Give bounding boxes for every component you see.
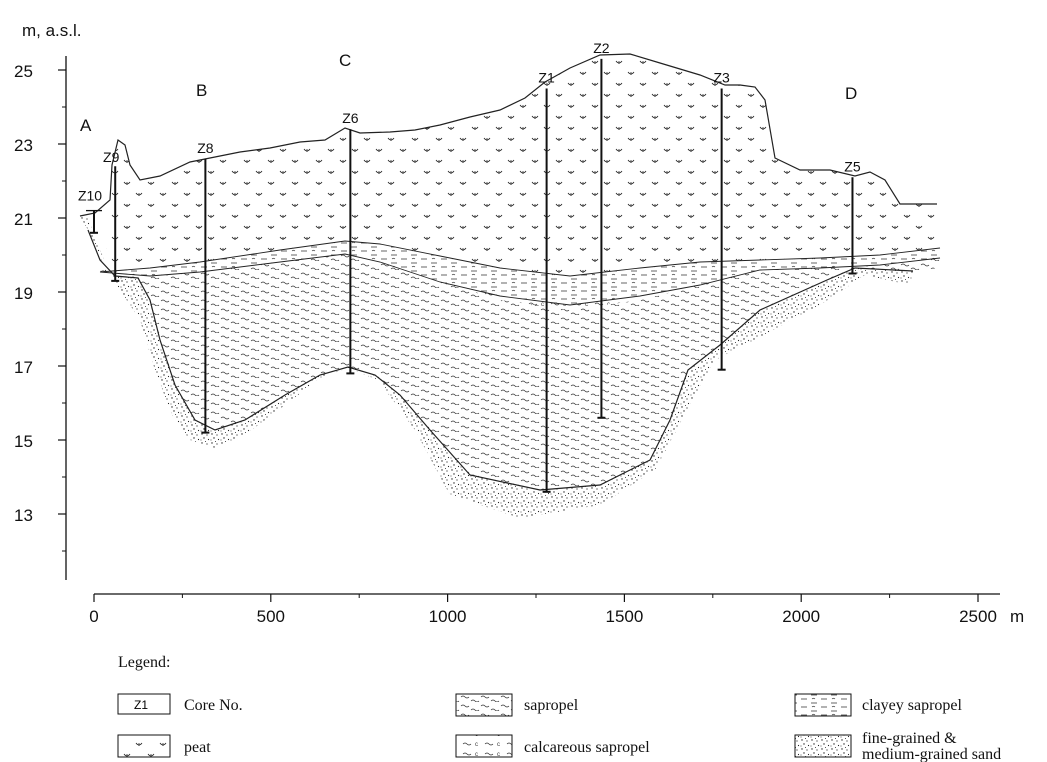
legend-calcareous-label: calcareous sapropel: [524, 739, 650, 756]
y-tick-label: 13: [14, 506, 33, 525]
y-tick-label: 23: [14, 136, 33, 155]
x-axis: 0 500 1000 1500 2000 2500 m: [89, 593, 1024, 626]
peat-layer: [100, 54, 940, 276]
core-label-z10: Z10: [78, 188, 102, 204]
legend-sapropel-swatch: [455, 693, 513, 717]
legend-core-label: Core No.: [184, 697, 243, 714]
x-axis-unit: m: [1010, 607, 1024, 626]
legend-peat-label: peat: [184, 739, 211, 756]
layer-boundaries: [79, 53, 941, 491]
legend-sand-label-line2: medium-grained sand: [862, 746, 1001, 762]
y-axis-unit: m, a.s.l.: [22, 21, 82, 40]
core-label-z5: Z5: [844, 158, 861, 174]
legend-core-sample: Z1: [134, 698, 148, 712]
geology-layers: [80, 54, 940, 518]
core-label-z3: Z3: [713, 70, 730, 86]
clayey-sapropel-layer: [100, 241, 940, 305]
legend-sapropel-label: sapropel: [524, 697, 579, 714]
section-point-c: C: [339, 51, 351, 70]
legend-sand-swatch: [794, 734, 852, 758]
x-tick-label: 2000: [782, 607, 820, 626]
x-tick-label: 500: [257, 607, 285, 626]
legend-peat-swatch: [117, 734, 171, 758]
y-tick-label: 21: [14, 210, 33, 229]
y-tick-label: 17: [14, 358, 33, 377]
clayey-base-line: [99, 253, 941, 306]
section-point-d: D: [845, 84, 857, 103]
legend-core-swatch: [117, 693, 171, 715]
legend-clayey-label: clayey sapropel: [862, 697, 963, 714]
legend-title: Legend:: [118, 654, 170, 671]
sapropel-base-line: [87, 229, 914, 491]
section-point-b: B: [196, 81, 207, 100]
legend-calcareous-swatch: [455, 734, 513, 758]
calcareous-sapropel-layer: [440, 282, 640, 310]
core-label-z2: Z2: [593, 40, 610, 56]
x-tick-label: 0: [89, 607, 98, 626]
core-label-z1: Z1: [538, 70, 555, 86]
y-axis: 25 23 21 19 17 15 13: [14, 56, 67, 580]
core-label-z8: Z8: [197, 140, 214, 156]
section-points: A B C D: [80, 51, 857, 135]
x-tick-label: 1000: [429, 607, 467, 626]
x-tick-label: 1500: [605, 607, 643, 626]
legend-clayey-swatch: [794, 693, 852, 717]
y-tick-label: 25: [14, 62, 33, 81]
legend-sand-label-line1: fine-grained &: [862, 730, 957, 747]
section-point-a: A: [80, 116, 92, 135]
legend: Legend: Z1 Core No. peat sapropel calcar…: [117, 654, 1001, 762]
core-label-z9: Z9: [103, 149, 120, 165]
y-tick-label: 19: [14, 284, 33, 303]
core-label-z6: Z6: [342, 110, 359, 126]
y-tick-label: 15: [14, 432, 33, 451]
ground-surface-line: [79, 53, 937, 217]
x-tick-label: 2500: [959, 607, 997, 626]
sapropel-layer: [115, 254, 940, 490]
peat-base-line: [99, 240, 941, 277]
